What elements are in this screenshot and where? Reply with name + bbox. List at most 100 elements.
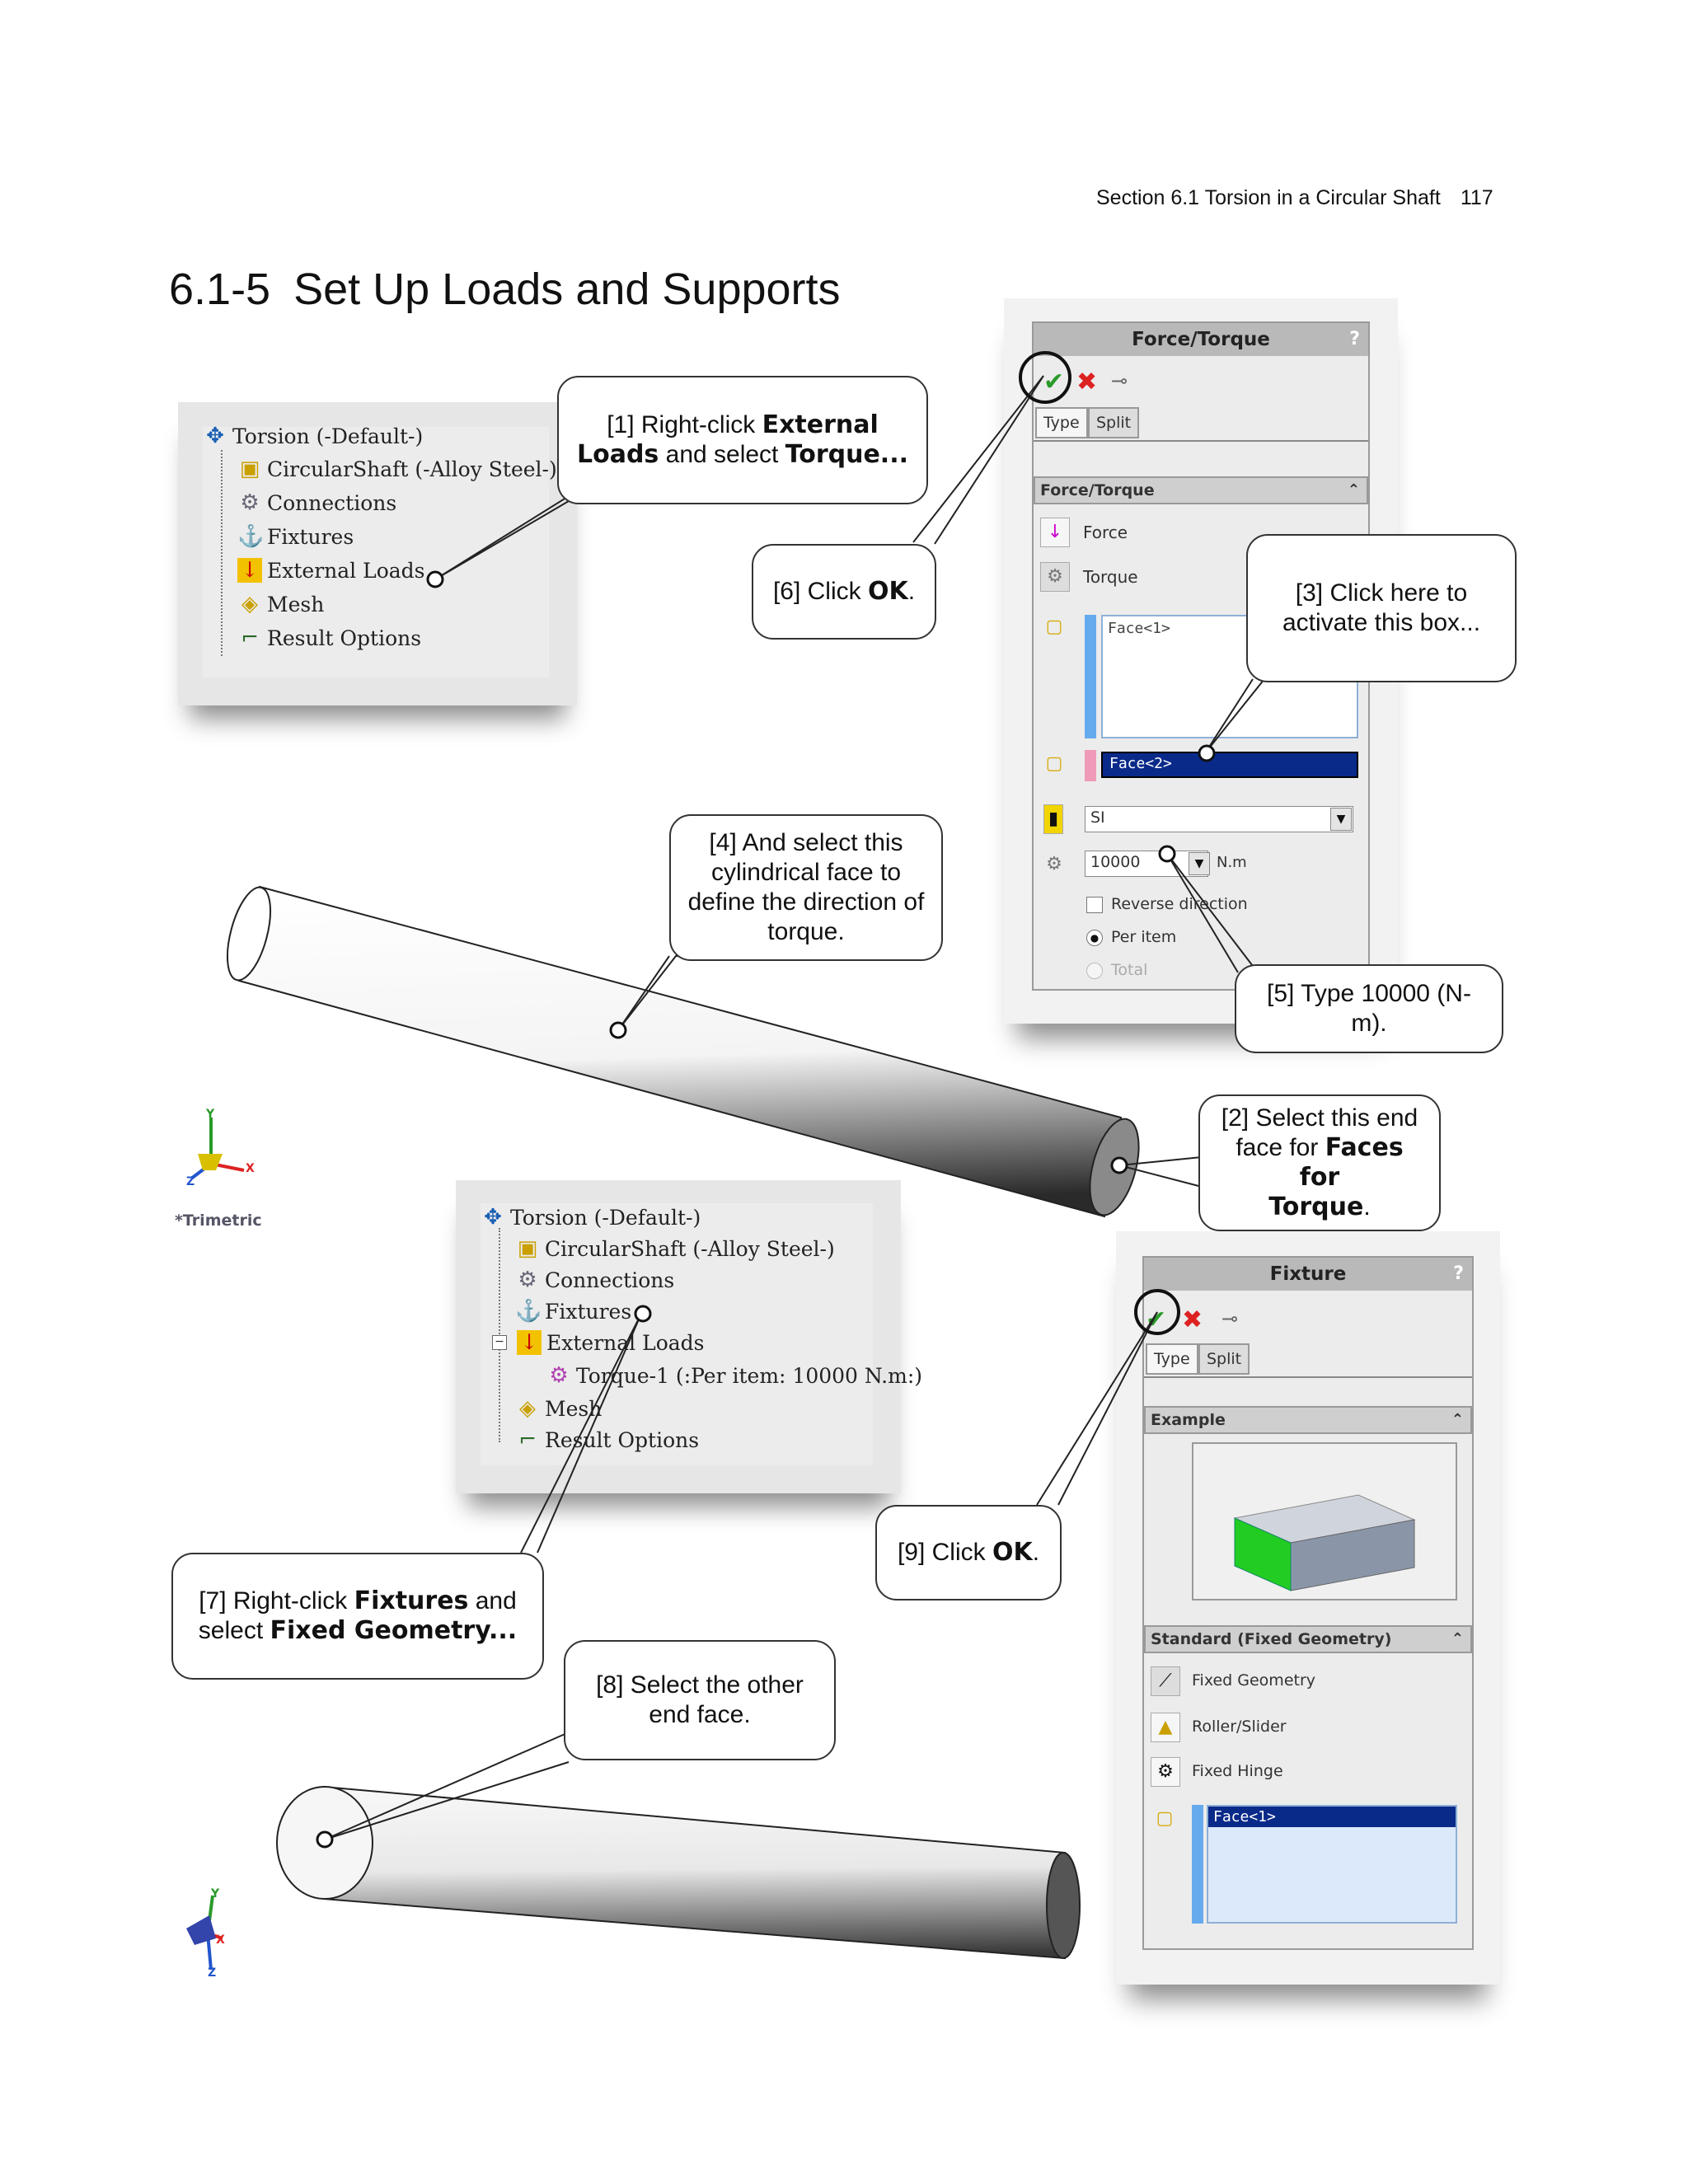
- cancel-button[interactable]: ✖: [1076, 368, 1098, 396]
- page-number: 117: [1460, 186, 1493, 209]
- tree-item-torsion[interactable]: ✥Torsion (-Default-): [481, 1205, 701, 1230]
- fixed-hinge-icon[interactable]: ⚙: [1151, 1757, 1180, 1787]
- feature-tree-panel-1: ✥Torsion (-Default-) ▣CircularShaft (-Al…: [178, 402, 577, 705]
- callout-9: [9] Click OK.: [875, 1505, 1062, 1601]
- axis-z-label-2: Z: [208, 1966, 217, 1980]
- tree-item-fixtures[interactable]: ⚓Fixtures: [237, 524, 354, 549]
- mesh-icon: ◈: [519, 1396, 536, 1421]
- fixtures-icon: ⚓: [515, 1299, 542, 1324]
- roller-slider-icon[interactable]: ▲: [1151, 1713, 1180, 1742]
- tree-item-external-loads[interactable]: −↓External Loads: [492, 1330, 704, 1355]
- tree-item-mesh[interactable]: ◈Mesh: [515, 1396, 602, 1421]
- result-options-icon: ⌐: [518, 1427, 537, 1452]
- tree-item-torsion[interactable]: ✥Torsion (-Default-): [203, 424, 423, 448]
- leader-3b: [1204, 678, 1254, 754]
- help-icon[interactable]: ?: [1453, 1263, 1464, 1284]
- study-icon: ✥: [484, 1205, 502, 1230]
- leader-2b: [1118, 1165, 1203, 1188]
- part-icon: ▣: [239, 457, 260, 481]
- tab-type[interactable]: Type: [1146, 1343, 1198, 1375]
- ok-button[interactable]: ✔: [1043, 368, 1065, 396]
- pm-title: Force/Torque?: [1034, 323, 1368, 356]
- direction-face-field[interactable]: Face<2>: [1101, 752, 1358, 778]
- axis-z-label: Z: [186, 1175, 195, 1188]
- value-dropdown-icon[interactable]: ▼: [1189, 852, 1210, 875]
- callout-6: [6] Click OK.: [752, 544, 936, 640]
- fixed-geometry-icon[interactable]: ⟋: [1151, 1666, 1180, 1696]
- option-roller-slider[interactable]: Roller/Slider: [1192, 1718, 1287, 1736]
- tree-item-mesh[interactable]: ◈Mesh: [237, 592, 324, 616]
- tree-item-connections[interactable]: ⚙Connections: [237, 490, 396, 515]
- collapse-chevron-icon[interactable]: ⌃: [1451, 1630, 1464, 1647]
- leader-8: [324, 1732, 570, 1840]
- ok-highlight-circle: [1019, 351, 1071, 404]
- ok-highlight-circle-2: [1134, 1289, 1180, 1335]
- fixture-property-manager: Fixture? ✔ ✖ ⊸ Type Split Example⌃ Stand…: [1116, 1231, 1500, 1985]
- per-item-radio[interactable]: ●: [1086, 930, 1103, 946]
- tab-type[interactable]: Type: [1035, 407, 1088, 438]
- shaft-lower[interactable]: [276, 1785, 1081, 1960]
- units-select[interactable]: SI: [1085, 806, 1353, 832]
- connections-icon: ⚙: [518, 1268, 537, 1292]
- faces-list[interactable]: Face<1>: [1207, 1805, 1457, 1924]
- section-title: Section 6.1 Torsion in a Circular Shaft: [1096, 186, 1441, 209]
- tree-item-result-options[interactable]: ⌐Result Options: [515, 1427, 699, 1452]
- option-fixed-hinge[interactable]: Fixed Hinge: [1192, 1762, 1283, 1780]
- collapse-chevron-icon[interactable]: ⌃: [1347, 481, 1360, 499]
- torque-value-input[interactable]: 10000: [1085, 851, 1208, 877]
- ruler-icon: ▮: [1043, 804, 1063, 834]
- section-standard[interactable]: Standard (Fixed Geometry)⌃: [1144, 1625, 1472, 1653]
- external-loads-icon: ↓: [517, 1330, 542, 1355]
- view-orientation-label: *Trimetric: [175, 1212, 262, 1230]
- face-item-selected[interactable]: Face<1>: [1208, 1807, 1456, 1827]
- tree-item-connections[interactable]: ⚙Connections: [515, 1268, 674, 1292]
- cancel-button[interactable]: ✖: [1182, 1305, 1203, 1334]
- collapse-icon[interactable]: −: [492, 1335, 507, 1350]
- total-radio[interactable]: [1086, 963, 1103, 979]
- tree-item-part[interactable]: ▣CircularShaft (-Alloy Steel-): [237, 457, 557, 481]
- per-item-label: Per item: [1111, 928, 1177, 946]
- option-torque[interactable]: Torque: [1083, 567, 1138, 587]
- leader-5b: [1166, 853, 1239, 973]
- external-loads-icon: ↓: [237, 558, 262, 583]
- leader-6: [912, 375, 1044, 543]
- help-icon[interactable]: ?: [1349, 329, 1360, 349]
- unit-label: N.m: [1217, 854, 1247, 871]
- units-dropdown-icon[interactable]: ▼: [1330, 808, 1352, 831]
- leader-3: [1204, 678, 1292, 754]
- study-icon: ✥: [206, 424, 224, 448]
- tree-item-fixtures[interactable]: ⚓Fixtures: [515, 1299, 632, 1324]
- torque-value-icon: ⚙: [1046, 854, 1062, 874]
- tab-split[interactable]: Split: [1088, 407, 1140, 438]
- pushpin-icon[interactable]: ⊸: [1111, 369, 1128, 392]
- tree-item-part[interactable]: ▣CircularShaft (-Alloy Steel-): [515, 1236, 835, 1261]
- torque-icon[interactable]: ⚙: [1040, 562, 1070, 592]
- part-icon: ▣: [517, 1236, 538, 1261]
- total-label: Total: [1111, 961, 1148, 979]
- fixtures-icon: ⚓: [237, 524, 265, 549]
- option-fixed-geometry[interactable]: Fixed Geometry: [1192, 1671, 1316, 1690]
- section-example[interactable]: Example⌃: [1144, 1406, 1472, 1434]
- tab-split[interactable]: Split: [1198, 1343, 1250, 1375]
- force-icon[interactable]: ↓: [1040, 518, 1070, 547]
- tree-item-torque-1[interactable]: ⚙Torque-1 (:Per item: 10000 N.m:): [546, 1363, 922, 1388]
- face-selection-icon: ▢: [1156, 1808, 1174, 1829]
- leader-8b: [324, 1761, 570, 1840]
- fixed-block-image: [1233, 1494, 1416, 1591]
- option-force[interactable]: Force: [1083, 523, 1128, 542]
- tree-item-result-options[interactable]: ⌐Result Options: [237, 626, 421, 650]
- reverse-direction-checkbox[interactable]: [1086, 897, 1103, 913]
- tree-item-external-loads[interactable]: ↓External Loads: [237, 558, 424, 583]
- section-force-torque[interactable]: Force/Torque⌃: [1034, 476, 1368, 504]
- face-item[interactable]: Face<1>: [1108, 620, 1170, 637]
- pushpin-icon[interactable]: ⊸: [1221, 1307, 1239, 1330]
- collapse-chevron-icon[interactable]: ⌃: [1451, 1411, 1464, 1428]
- leader-4b: [617, 955, 670, 1031]
- feature-tree-panel-2: ✥Torsion (-Default-) ▣CircularShaft (-Al…: [456, 1180, 922, 1493]
